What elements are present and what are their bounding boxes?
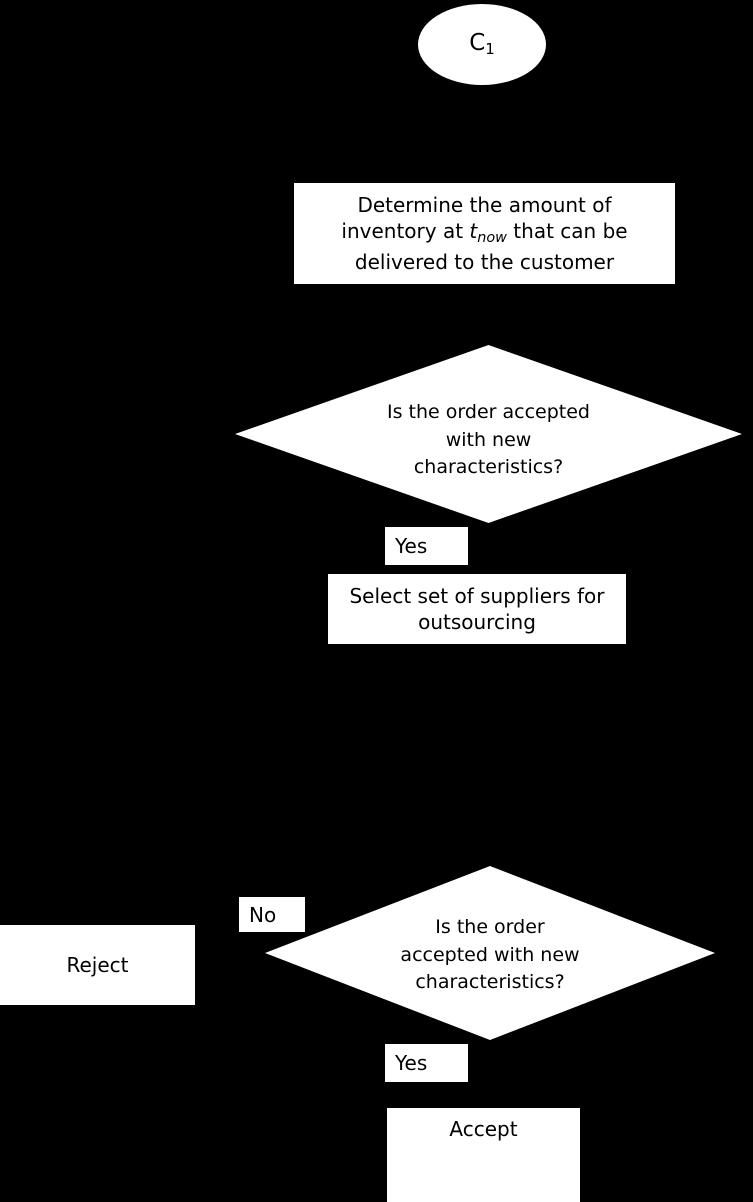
accept-label: Accept xyxy=(443,1108,523,1142)
determine-variable-t: t xyxy=(469,219,478,244)
determine-variable-subscript: now xyxy=(477,230,507,247)
start-terminator-subscript: 1 xyxy=(485,40,495,59)
node-decision-top[interactable]: Is the order accepted with new character… xyxy=(235,345,742,523)
determine-line-2-prefix: inventory at xyxy=(341,219,470,244)
decision-bottom-line-1: Is the order xyxy=(435,916,545,938)
select-suppliers-label: Select set of suppliers for outsourcing xyxy=(343,583,610,636)
determine-line-1: Determine the amount of xyxy=(357,193,612,218)
node-accept[interactable]: Accept xyxy=(387,1108,580,1202)
decision-bottom-line-2: accepted with new xyxy=(400,943,580,966)
edge-label-yes-top: Yes xyxy=(385,527,468,565)
edge-label-yes-bottom: Yes xyxy=(385,1044,468,1082)
determine-line-2-suffix: that can be xyxy=(506,219,628,244)
select-suppliers-line-2: outsourcing xyxy=(418,610,536,634)
edge-label-no-bottom: No xyxy=(239,897,305,932)
decision-bottom-label: Is the order accepted with new character… xyxy=(265,914,715,997)
edge-label-yes-bottom-text: Yes xyxy=(395,1051,428,1075)
node-select-suppliers[interactable]: Select set of suppliers for outsourcing xyxy=(328,574,626,644)
accept-text: Accept xyxy=(449,1117,518,1141)
node-decision-bottom[interactable]: Is the order accepted with new character… xyxy=(265,866,715,1040)
reject-text: Reject xyxy=(66,952,129,977)
decision-top-label: Is the order accepted with new character… xyxy=(235,399,742,482)
edge-label-yes-top-text: Yes xyxy=(395,534,428,558)
decision-top-line-1: Is the order accepted xyxy=(387,401,590,423)
start-terminator-label: C1 xyxy=(469,30,495,59)
select-suppliers-line-1: Select set of suppliers for xyxy=(349,583,605,608)
determine-inventory-label: Determine the amount of inventory at tno… xyxy=(335,192,633,275)
determine-line-3: delivered to the customer xyxy=(354,249,615,274)
decision-top-line-2: with new xyxy=(445,428,532,451)
reject-label: Reject xyxy=(60,952,134,978)
decision-top-line-3: characteristics? xyxy=(413,456,564,479)
node-reject[interactable]: Reject xyxy=(0,925,195,1005)
decision-bottom-line-3: characteristics? xyxy=(415,971,565,994)
node-start-terminator[interactable]: C1 xyxy=(418,4,546,85)
edge-label-no-bottom-text: No xyxy=(249,902,277,927)
node-determine-inventory[interactable]: Determine the amount of inventory at tno… xyxy=(294,183,675,284)
